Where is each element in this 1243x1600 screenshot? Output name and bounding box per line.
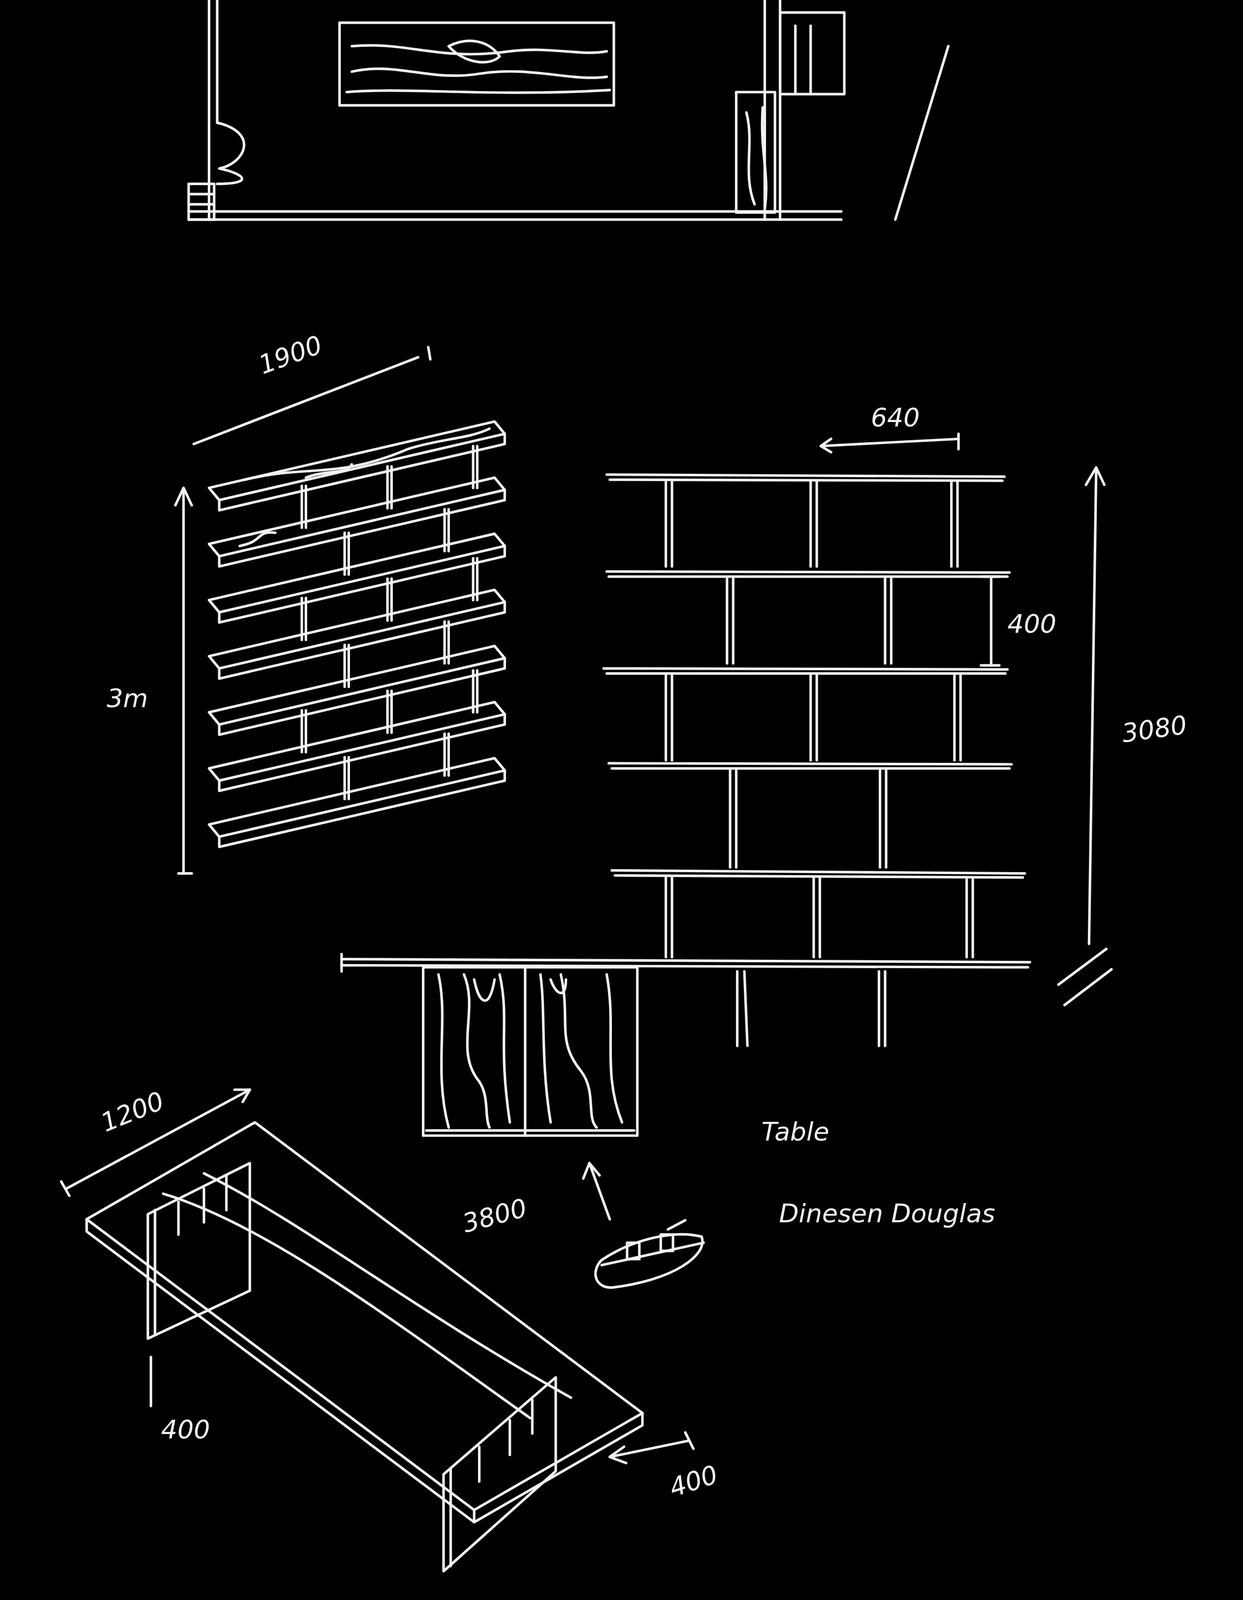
dimension-label: 3m [106, 684, 149, 713]
dimension-label: 1200 [96, 1085, 168, 1137]
dimension-label: 400 [160, 1415, 210, 1444]
dimension-label: Table [761, 1117, 830, 1147]
dimension-label: 640 [870, 404, 920, 433]
table-elevation [423, 966, 704, 1287]
dimension-label: Dinesen Douglas [778, 1199, 995, 1228]
dimension-label: 400 [1007, 609, 1057, 638]
shelf-isometric [175, 347, 505, 874]
floor-plan [188, 0, 949, 220]
shelf-elevation [341, 433, 1112, 1046]
bench-isometric [61, 1089, 694, 1571]
dimension-label: 3080 [1119, 710, 1189, 748]
dimension-label: 3800 [459, 1193, 530, 1238]
dimension-label: 400 [665, 1459, 721, 1502]
dimension-label: 1900 [254, 330, 326, 380]
